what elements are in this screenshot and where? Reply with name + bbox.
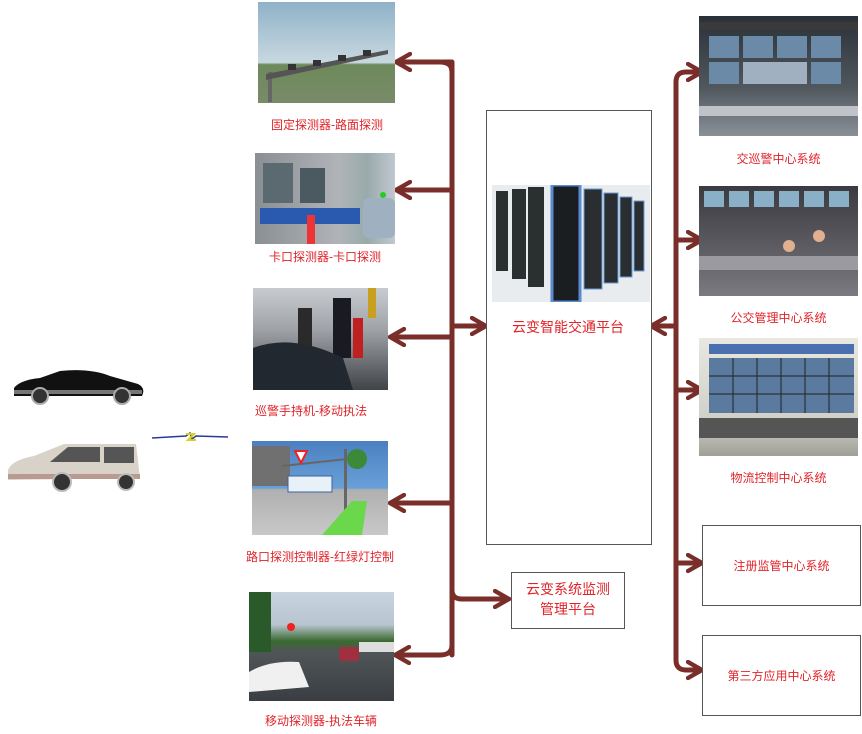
center-label-5: 第三方应用中心系统 xyxy=(727,669,836,683)
center-label-3: 物流控制中心系统 xyxy=(730,471,827,485)
arrow-fixed-detector xyxy=(398,62,455,75)
video-wall-photo xyxy=(699,338,858,456)
enforcement-vehicle-photo xyxy=(249,592,394,701)
center-label-2: 公交管理中心系统 xyxy=(730,311,827,325)
detector-label-mobile: 移动探测器-执法车辆 xyxy=(264,714,378,728)
smart-traffic-platform-box xyxy=(486,110,652,545)
arrow-to-monitor xyxy=(449,587,507,599)
arrow-center-1 xyxy=(673,72,700,85)
intersection-signal-photo xyxy=(252,441,388,535)
arrow-center-5 xyxy=(673,657,700,670)
server-rack-photo xyxy=(492,185,650,302)
control-room-photo xyxy=(699,16,858,136)
monitor-label-line1: 云变系统监测 xyxy=(526,582,610,598)
third-party-center-box: 第三方应用中心系统 xyxy=(702,635,861,716)
center-label-4: 注册监管中心系统 xyxy=(733,559,830,573)
detector-label-intersection: 路口探测控制器-红绿灯控制 xyxy=(245,550,395,564)
operators-photo xyxy=(699,186,858,296)
gantry-camera-photo xyxy=(258,2,395,103)
sedan-car-image xyxy=(10,366,146,406)
monitor-label-line2: 管理平台 xyxy=(540,602,596,618)
registration-center-box: 注册监管中心系统 xyxy=(702,525,861,606)
detector-label-fixed: 固定探测器-路面探测 xyxy=(270,118,384,132)
detector-label-handheld: 巡警手持机-移动执法 xyxy=(254,404,368,418)
center-label-1: 交巡警中心系统 xyxy=(736,152,821,166)
arrow-mobile-detector xyxy=(397,642,455,655)
monitoring-platform-box: 云变系统监测 管理平台 xyxy=(511,572,625,629)
minivan-image xyxy=(4,440,140,492)
toll-booth-photo xyxy=(255,153,395,244)
police-handheld-photo xyxy=(253,288,388,390)
left-bus-line xyxy=(441,59,455,658)
wireless-signal-icon xyxy=(151,431,229,441)
detector-label-checkpoint: 卡口探测器-卡口探测 xyxy=(268,250,382,264)
platform-label: 云变智能交通平台 xyxy=(512,320,624,336)
